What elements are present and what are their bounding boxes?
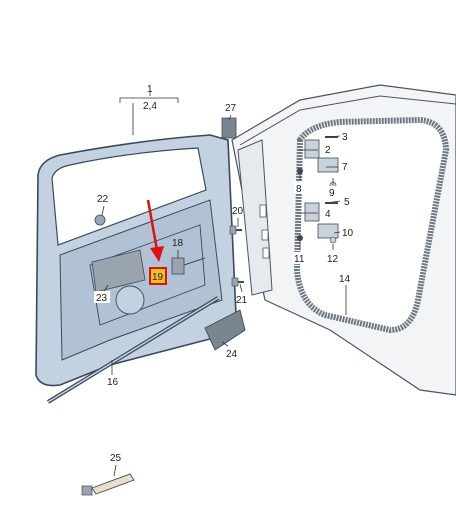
pillar-hole: [259, 204, 267, 218]
callout-4: 4: [325, 209, 331, 220]
seal-strip-inner: [47, 297, 219, 403]
callout-8: 8: [296, 184, 302, 195]
bracket-1: [119, 92, 179, 135]
callout-22: 22: [97, 194, 109, 205]
bolt-21: [231, 277, 244, 287]
callout-9: 9: [329, 188, 335, 199]
pillar-hole: [261, 229, 269, 241]
callout-2: 2: [325, 145, 331, 156]
callout-1: 1: [147, 84, 153, 95]
callout-27: 27: [225, 103, 237, 114]
callout-7: 7: [342, 162, 348, 173]
callout-5: 5: [344, 197, 350, 208]
callout-25: 25: [110, 453, 122, 464]
callout-2-4: 2,4: [143, 101, 157, 112]
callout-24: 24: [226, 349, 238, 360]
callout-10: 10: [342, 228, 354, 239]
hinge-lower: [297, 202, 339, 244]
inner-trim-panel: [204, 309, 246, 351]
lock-rod: [183, 257, 206, 266]
mirror-cover: [221, 117, 237, 139]
callout-23: 23: [96, 293, 108, 304]
door-seal: [293, 116, 450, 334]
callout-3: 3: [342, 132, 348, 143]
pointer-arrow-head: [150, 246, 164, 262]
callout-11: 11: [294, 254, 305, 265]
body-roof-line: [239, 95, 456, 146]
callout-14: 14: [339, 274, 351, 285]
callout-21: 21: [236, 295, 248, 306]
inner-frame: [89, 224, 206, 326]
callout-20: 20: [232, 206, 244, 217]
pointer-arrow: [146, 199, 159, 251]
pillar-hole: [262, 247, 270, 259]
highlighted-part: [149, 267, 167, 285]
window-opening: [51, 147, 207, 246]
grease-tube: [81, 473, 135, 496]
leader-lines: [101, 114, 347, 477]
callout-16: 16: [107, 377, 119, 388]
speaker-hole: [115, 285, 145, 315]
callout-18: 18: [172, 238, 184, 249]
callouts: 1 2,4 3 2 7 8 9 5 4 10 11 12 14 16 18 19…: [94, 84, 356, 464]
callout-12: 12: [327, 254, 339, 265]
lock-mechanism: [171, 257, 185, 275]
door-grommet: [94, 214, 106, 226]
car-body: [231, 84, 456, 396]
bolt-20: [229, 225, 242, 235]
callout-19: 19: [152, 272, 164, 283]
door-assembly: [35, 134, 237, 404]
sound-pad: [91, 249, 146, 293]
